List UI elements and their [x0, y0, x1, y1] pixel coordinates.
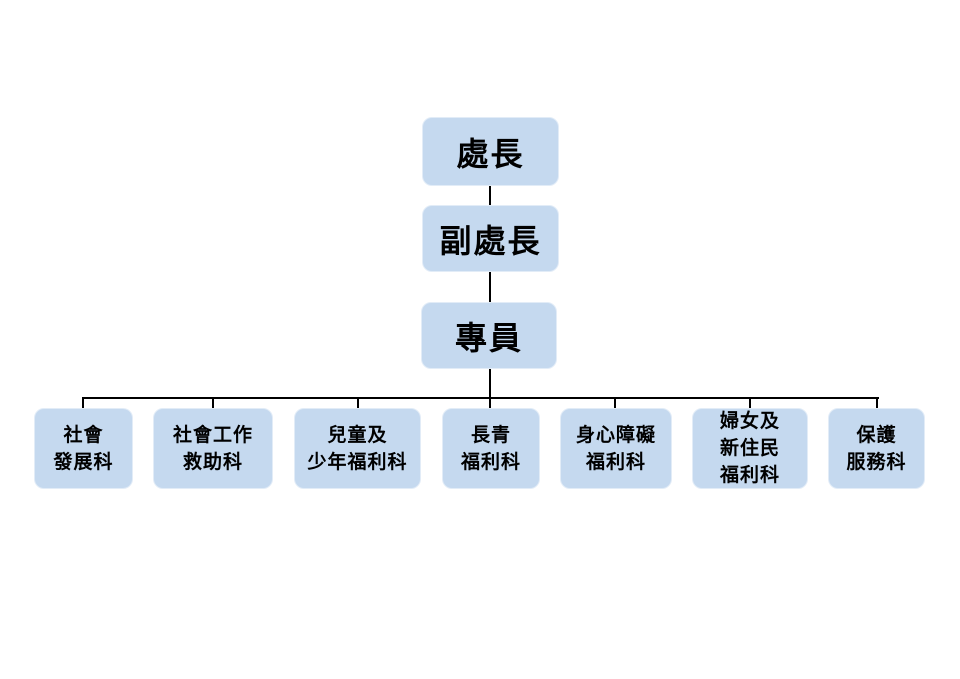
connector-drop-2 [212, 397, 214, 409]
dept-label-line: 福利科 [719, 464, 780, 486]
dept-social-work-assistance: 社會工作 救助科 [153, 408, 273, 489]
dept-label-line: 發展科 [53, 450, 114, 473]
dept-label-line: 新住民 [719, 437, 780, 459]
director-label: 處長 [456, 134, 525, 173]
dept-women-new-residents-welfare: 婦女及 新住民 福利科 [692, 408, 808, 489]
dept-label-line: 兒童及 [327, 423, 388, 446]
director-box: 處長 [422, 117, 559, 186]
dept-label-line: 身心障礙 [575, 423, 656, 446]
dept-senior-welfare: 長青 福利科 [442, 408, 540, 489]
dept-label-line: 婦女及 [719, 410, 780, 432]
connector-drop-7 [876, 397, 878, 409]
connector-drop-1 [82, 397, 84, 409]
connector-director-deputy [489, 185, 491, 206]
connector-specialist-bus [489, 368, 491, 398]
connector-drop-5 [614, 397, 616, 409]
deputy-director-label: 副處長 [439, 221, 542, 260]
dept-label-line: 保護 [856, 423, 897, 446]
deputy-director-box: 副處長 [422, 205, 559, 272]
dept-label-line: 服務科 [846, 450, 907, 473]
connector-drop-6 [749, 397, 751, 409]
dept-label-line: 福利科 [460, 450, 521, 473]
dept-label-line: 長青 [470, 423, 511, 446]
dept-child-youth-welfare: 兒童及 少年福利科 [294, 408, 421, 489]
specialist-box: 專員 [421, 302, 557, 369]
dept-label-line: 少年福利科 [307, 450, 408, 473]
dept-social-development: 社會 發展科 [34, 408, 133, 489]
connector-drop-3 [357, 397, 359, 409]
connector-drop-4 [489, 397, 491, 409]
connector-bus [82, 397, 879, 399]
dept-label-line: 福利科 [585, 450, 646, 473]
specialist-label: 專員 [454, 318, 523, 357]
dept-label-line: 社會工作 [172, 423, 253, 446]
dept-label-line: 社會 [63, 423, 104, 446]
connector-deputy-specialist [489, 271, 491, 303]
dept-label-line: 救助科 [182, 450, 243, 473]
dept-disability-welfare: 身心障礙 福利科 [560, 408, 672, 489]
dept-protection-services: 保護 服務科 [828, 408, 925, 489]
